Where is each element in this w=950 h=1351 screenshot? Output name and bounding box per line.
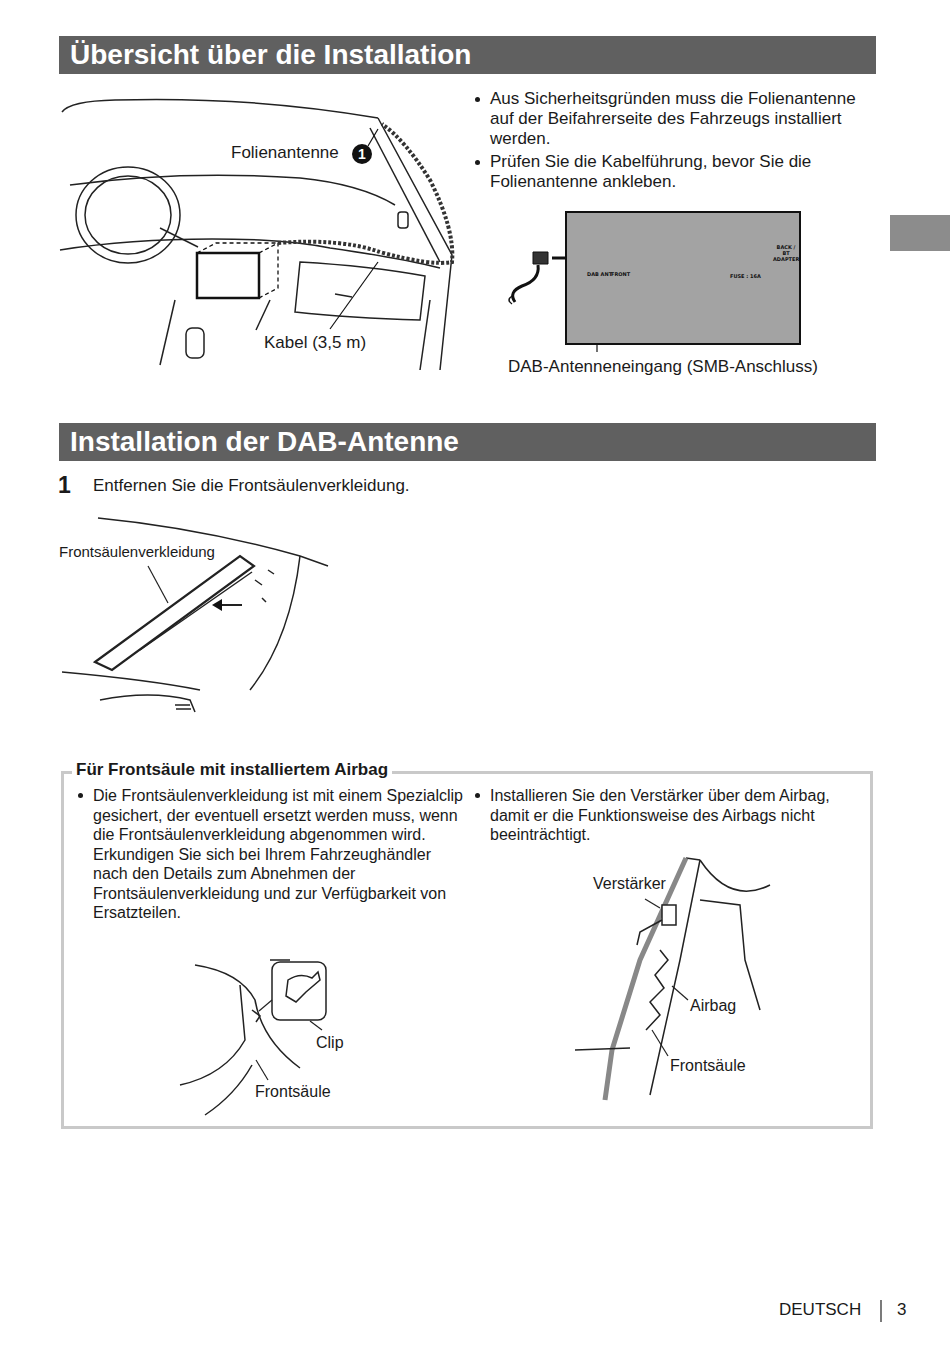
amplifier-figure	[575, 1048, 630, 1050]
footer-divider	[880, 1300, 881, 1322]
car-interior	[70, 175, 395, 205]
amplifier-figure	[646, 950, 668, 1030]
node-text: DAB ANT	[587, 271, 612, 277]
head-unit	[197, 243, 278, 298]
side-tab	[890, 215, 950, 251]
pillar-trim-figure	[212, 599, 222, 611]
part-label: Frontsäule	[255, 1082, 331, 1102]
pillar-trim-figure	[175, 705, 191, 709]
bullet-dot	[475, 97, 480, 102]
car-interior	[398, 212, 408, 228]
car-interior	[160, 228, 198, 247]
node-text: Übersicht über die Installation	[70, 36, 471, 74]
part-label: Frontsäulenverkleidung	[59, 543, 215, 561]
amplifier-figure	[652, 1030, 668, 1056]
section-band: Installation der DAB-Antenne	[59, 423, 876, 461]
smb-plug	[513, 265, 539, 302]
clip-figure	[205, 1065, 252, 1115]
node-body-text: Installieren Sie den Verstärker über dem…	[490, 786, 865, 845]
pillar-trim-figure	[95, 556, 254, 670]
clip-figure	[272, 962, 326, 1020]
pillar-trim-figure	[220, 604, 242, 606]
leader-lines	[368, 129, 378, 146]
car-interior	[335, 294, 352, 297]
amplifier-figure	[672, 986, 688, 1000]
device-rear-panel: DAB ANTFRONT FUSE : 16A BACK / BT ADAPTER	[565, 211, 801, 345]
car-interior	[62, 99, 378, 118]
step-text: Entfernen Sie die Frontsäulenverkleidung…	[93, 476, 410, 496]
car-interior	[160, 300, 175, 365]
clip-figure	[259, 1000, 272, 1011]
step-number: 1	[58, 472, 71, 498]
bullet-dot	[475, 160, 480, 165]
note-text: Aus Sicherheitsgründen muss die Folienan…	[490, 89, 875, 149]
note-text: Prüfen Sie die Kabelführung, bevor Sie d…	[490, 152, 875, 192]
pillar-trim-figure	[255, 570, 274, 602]
amplifier-figure	[700, 860, 770, 891]
amplifier-figure	[637, 920, 662, 945]
clip-figure	[180, 985, 245, 1085]
car-interior	[60, 99, 452, 370]
part-label: Frontsäule	[670, 1056, 746, 1076]
car-interior	[85, 176, 171, 254]
head-unit	[259, 243, 278, 298]
clip-figure	[270, 959, 290, 961]
node-body-text: FRONT	[611, 271, 630, 277]
node-body-text: FUSE : 16A	[730, 273, 761, 279]
clip-figure	[310, 1021, 322, 1030]
pillar-trim-figure	[148, 566, 168, 603]
note-box: Für Frontsäule mit installiertem AirbagD…	[61, 771, 873, 1129]
part-label: Clip	[316, 1033, 344, 1053]
node-text: 1	[352, 144, 372, 164]
car-interior	[186, 328, 204, 358]
part-label: Verstärker	[593, 874, 666, 894]
node-text: Für Frontsäule mit installiertem Airbag	[72, 760, 392, 780]
node-body-text: Die Frontsäulenverkleidung ist mit einem…	[93, 786, 463, 923]
amplifier-figure	[662, 905, 676, 925]
clip-figure	[256, 1060, 268, 1080]
bullet-dot	[475, 793, 480, 798]
page-number: 3	[897, 1300, 906, 1320]
head-unit	[197, 253, 259, 298]
part-label: Folienantenne	[231, 143, 339, 163]
pillar-trim-figure	[140, 572, 252, 650]
bullet-dot	[78, 793, 83, 798]
car-interior	[295, 262, 425, 320]
amplifier-figure	[700, 900, 760, 1010]
section-band: Übersicht über die Installation	[59, 36, 876, 74]
pillar-trim-figure	[100, 695, 195, 712]
node-body-text: BACK / BT ADAPTER	[773, 244, 799, 262]
pillar-trim-figure	[62, 672, 200, 690]
part-label: Airbag	[690, 996, 736, 1016]
car-interior	[256, 300, 270, 330]
leader-lines	[330, 262, 378, 329]
node-text: Installation der DAB-Antenne	[70, 423, 459, 461]
smb-plug	[509, 296, 512, 304]
smb-plug	[533, 252, 548, 264]
footer-language: DEUTSCH	[779, 1300, 861, 1320]
amplifier-figure	[575, 858, 770, 1100]
clip-figure	[252, 1010, 260, 1022]
pillar-trim-figure	[250, 556, 300, 690]
part-label: Kabel (3,5 m)	[264, 333, 366, 353]
car-interior	[76, 167, 180, 263]
head-unit	[197, 243, 278, 253]
callout-circle: 1	[352, 144, 372, 164]
amplifier-figure	[645, 899, 660, 908]
part-label: DAB-Antenneneingang (SMB-Anschluss)	[508, 357, 818, 377]
clip-figure	[286, 972, 320, 1002]
